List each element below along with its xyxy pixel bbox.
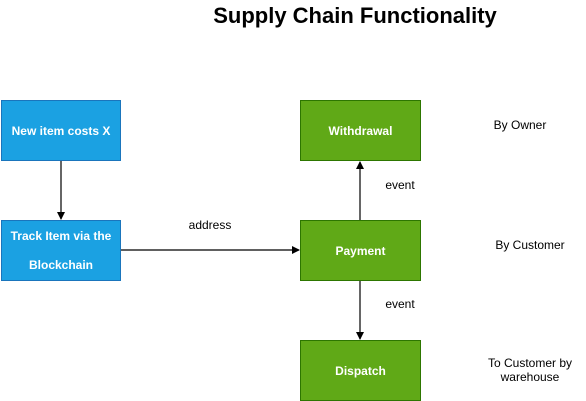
actor-label-warehouse: To Customer by warehouse: [472, 356, 586, 384]
node-track-item[interactable]: Track Item via the Blockchain: [1, 220, 121, 281]
edge-label-event-up: event: [385, 178, 415, 192]
node-payment[interactable]: Payment: [300, 220, 421, 281]
edge-label-address: address: [188, 218, 232, 232]
node-dispatch-label: Dispatch: [335, 363, 386, 378]
diagram-title: Supply Chain Functionality: [213, 3, 497, 28]
node-new-item-label: New item costs X: [11, 123, 111, 138]
actor-label-warehouse-line2: warehouse: [500, 370, 560, 384]
node-withdrawal[interactable]: Withdrawal: [300, 100, 421, 161]
actor-label-warehouse-line1: To Customer by: [487, 356, 573, 370]
edge-label-event-down: event: [385, 297, 415, 311]
node-payment-label: Payment: [335, 243, 386, 258]
node-track-item-label-line1: Track Item via the: [10, 228, 112, 243]
node-track-item-label-line2: Blockchain: [28, 257, 94, 272]
node-withdrawal-label: Withdrawal: [328, 123, 393, 138]
node-new-item[interactable]: New item costs X: [1, 100, 121, 161]
actor-label-customer: By Customer: [495, 238, 565, 252]
actor-label-owner: By Owner: [493, 118, 547, 132]
node-dispatch[interactable]: Dispatch: [300, 340, 421, 401]
